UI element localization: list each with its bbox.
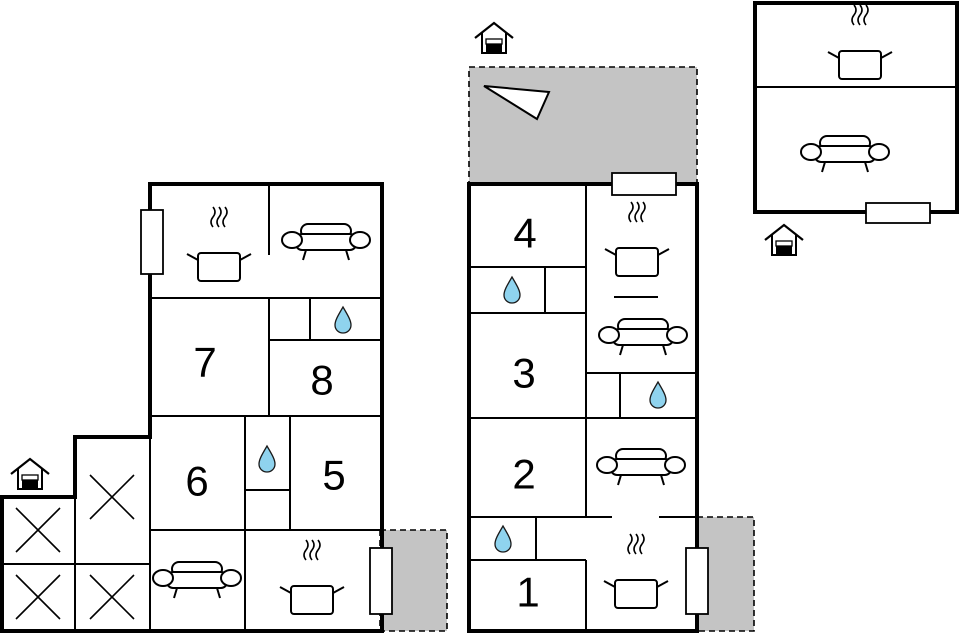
- water-drop-icon: [258, 445, 276, 473]
- sofa-icon: [281, 223, 371, 261]
- room-number-7: 7: [193, 339, 216, 386]
- window: [369, 547, 393, 615]
- terrace-top: [468, 66, 698, 185]
- left-outer-wall: [0, 182, 384, 633]
- room-number-5: 5: [322, 452, 345, 499]
- room-number-3: 3: [512, 350, 535, 397]
- room-number-6: 6: [185, 458, 208, 505]
- house-entrance-icon: [9, 457, 51, 491]
- cooking-pot-icon: [604, 201, 670, 277]
- cooking-pot-icon: [827, 4, 893, 80]
- void-cross: [89, 474, 135, 520]
- window: [140, 209, 164, 275]
- right-building: [753, 1, 959, 257]
- window: [611, 172, 677, 196]
- sofa-icon: [152, 561, 242, 599]
- room-number-1: 1: [516, 569, 539, 616]
- cooking-pot-icon: [603, 533, 669, 609]
- cooking-pot-icon: [186, 206, 252, 282]
- left-building: 7 8 6 5: [0, 182, 448, 633]
- room-number-8: 8: [310, 357, 333, 404]
- north-arrow-icon: [483, 85, 551, 121]
- void-cross: [89, 574, 135, 620]
- middle-building: 4 3 2 1: [467, 21, 755, 633]
- middle-outer-wall: [467, 182, 699, 633]
- window: [865, 202, 931, 224]
- water-drop-icon: [649, 381, 667, 409]
- room-number-4: 4: [513, 210, 536, 257]
- window: [685, 547, 709, 615]
- sofa-icon: [598, 318, 688, 356]
- right-outer-wall: [753, 1, 959, 214]
- cooking-pot-icon: [279, 539, 345, 615]
- sofa-icon: [800, 135, 890, 173]
- house-entrance-icon: [763, 223, 805, 257]
- house-entrance-icon: [473, 21, 515, 55]
- room-number-2: 2: [512, 451, 535, 498]
- sofa-icon: [596, 448, 686, 486]
- water-drop-icon: [494, 525, 512, 553]
- void-cross: [15, 574, 61, 620]
- water-drop-icon: [334, 306, 352, 334]
- water-drop-icon: [503, 276, 521, 304]
- void-cross: [15, 507, 61, 553]
